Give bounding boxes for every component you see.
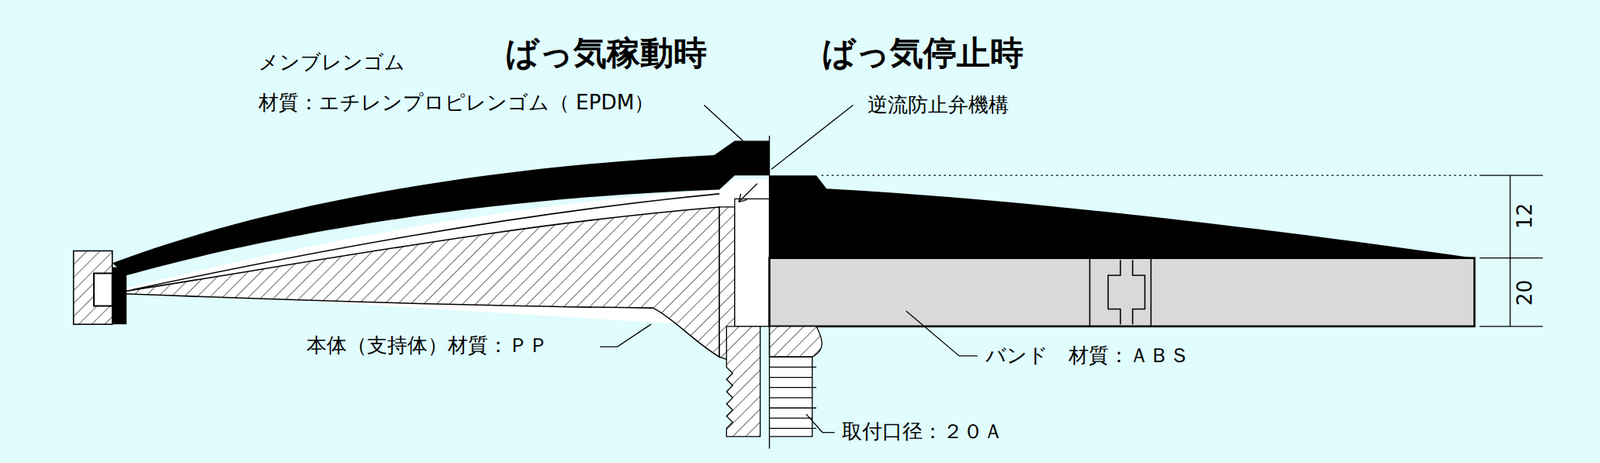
material-note: 材質：エチレンプロピレンゴム（ EPDM） (258, 91, 655, 115)
part-name: 逆流防止弁機構 (867, 93, 1009, 117)
band (769, 258, 1476, 327)
body-section (122, 207, 720, 357)
support-neck (769, 326, 823, 357)
size-note: 取付口径：２０Ａ (841, 420, 1004, 444)
thread-section (726, 326, 760, 437)
material-note: 本体（支持体）材質：ＰＰ (306, 334, 549, 357)
leader-arrow (738, 183, 758, 203)
air-channel (734, 198, 770, 326)
leader-line (599, 324, 652, 347)
band-joint (1089, 258, 1151, 327)
state-heading: ばっ気稼動時 (505, 34, 707, 73)
dimension-value: 20 (1514, 280, 1538, 306)
part-name: メンブレンゴム (258, 51, 406, 74)
leader-line (806, 414, 835, 433)
clamp (73, 250, 113, 325)
center-line (768, 135, 770, 450)
state-heading: ばっ気停止時 (821, 34, 1024, 73)
thread (769, 356, 817, 437)
membrane-operating (112, 140, 770, 276)
membrane-stopped (769, 175, 1476, 259)
dimension-value: 12 (1514, 203, 1538, 229)
dotted-line (821, 175, 1480, 177)
membrane-edge (112, 267, 127, 326)
leader-line (703, 104, 743, 141)
leader-line (771, 104, 853, 170)
dimension-lines (1479, 175, 1544, 327)
leader-line (906, 311, 978, 357)
material-note: バンド 材質：ＡＢＳ (985, 344, 1190, 368)
clamp-slot (93, 273, 113, 306)
